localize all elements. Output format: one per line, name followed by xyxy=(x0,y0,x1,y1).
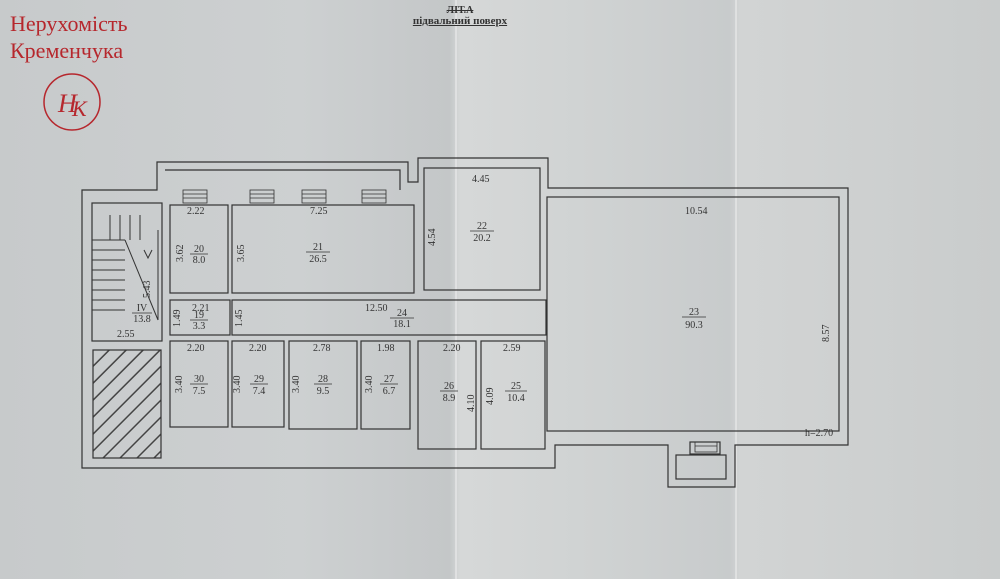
plan-title: ЛІТ.А підвальний поверх xyxy=(350,5,570,28)
room-labels: 20 8.0 21 26.5 22 20.2 23 90.3 24 18.1 1… xyxy=(132,221,706,404)
room-19: 19 3.3 xyxy=(190,310,208,332)
dim-label: 1.45 xyxy=(234,310,245,328)
room-number: 29 xyxy=(254,374,264,385)
dim-label: 4.09 xyxy=(485,388,496,406)
room-area: 7.4 xyxy=(253,386,266,397)
svg-text:K: K xyxy=(71,96,88,121)
dim-label: 2.21 xyxy=(192,303,210,314)
dim-label: 10.54 xyxy=(685,206,708,217)
room-number: 19 xyxy=(194,310,204,321)
height-label: h=2.70 xyxy=(805,428,833,439)
room-21: 21 26.5 xyxy=(306,242,330,265)
dim-label: 12.50 xyxy=(365,303,388,314)
dim-label: 2.20 xyxy=(443,343,461,354)
staircase xyxy=(92,215,159,321)
dim-label: 3.40 xyxy=(174,376,185,394)
room-24: 24 18.1 xyxy=(390,308,414,330)
room-number: 26 xyxy=(444,381,454,392)
room-area: 8.0 xyxy=(193,255,206,266)
room-30: 30 7.5 xyxy=(190,374,208,397)
dim-label: 8.57 xyxy=(821,325,832,343)
dim-label: 2.22 xyxy=(187,206,205,217)
room-number: 21 xyxy=(313,242,323,253)
dim-label: 3.40 xyxy=(291,376,302,394)
watermark-logo: H K xyxy=(43,73,101,131)
dim-label: 3.65 xyxy=(236,245,247,263)
room-25: 25 10.4 xyxy=(505,381,527,404)
room-29: 29 7.4 xyxy=(250,374,268,397)
watermark-line2: Кременчука xyxy=(10,38,124,63)
room-number: 20 xyxy=(194,244,204,255)
room-area: 9.5 xyxy=(317,386,330,397)
paper-fold xyxy=(735,0,737,579)
dim-label: 2.55 xyxy=(117,329,135,340)
dim-label: 7.25 xyxy=(310,206,328,217)
dim-label: 1.49 xyxy=(172,310,183,328)
walls xyxy=(81,157,849,488)
dim-label: 5.43 xyxy=(142,281,153,299)
room-area: 3.3 xyxy=(193,321,206,332)
room-area: 20.2 xyxy=(473,233,491,244)
room-area: 6.7 xyxy=(383,386,396,397)
dim-label: 4.54 xyxy=(427,229,438,247)
room-number: 28 xyxy=(318,374,328,385)
room-number: IV xyxy=(137,303,148,314)
dim-label: 3.40 xyxy=(232,376,243,394)
dim-label: 3.62 xyxy=(175,245,186,263)
room-27: 27 6.7 xyxy=(380,374,398,397)
room-IV: IV 13.8 xyxy=(132,303,152,325)
room-area: 7.5 xyxy=(193,386,206,397)
room-area: 8.9 xyxy=(443,393,456,404)
room-area: 13.8 xyxy=(133,314,151,325)
room-number: 24 xyxy=(397,308,407,319)
dim-label: 4.10 xyxy=(466,395,477,413)
room-number: 25 xyxy=(511,381,521,392)
room-22: 22 20.2 xyxy=(470,221,494,244)
watermark-line1: Нерухомість xyxy=(10,11,128,36)
room-area: 10.4 xyxy=(507,393,525,404)
room-23: 23 90.3 xyxy=(682,307,706,331)
dim-label: 2.59 xyxy=(503,343,521,354)
dim-label: 2.78 xyxy=(313,343,331,354)
dimension-labels: 2.22 7.25 4.45 10.54 12.50 2.21 2.55 2.2… xyxy=(117,174,833,439)
room-26: 26 8.9 xyxy=(440,381,458,404)
room-area: 18.1 xyxy=(393,319,411,330)
sheet-label: ЛІТ.А xyxy=(446,5,474,16)
room-number: 22 xyxy=(477,221,487,232)
room-20: 20 8.0 xyxy=(190,244,208,266)
room-number: 27 xyxy=(384,374,394,385)
svg-text:H: H xyxy=(57,89,78,118)
dim-label: 2.20 xyxy=(249,343,267,354)
room-area: 90.3 xyxy=(685,320,703,331)
dim-label: 2.20 xyxy=(187,343,205,354)
dim-label: 3.40 xyxy=(364,376,375,394)
room-number: 23 xyxy=(689,307,699,318)
room-28: 28 9.5 xyxy=(314,374,332,397)
room-area: 26.5 xyxy=(309,254,327,265)
dim-label: 4.45 xyxy=(472,174,490,185)
floor-label: підвальний поверх xyxy=(412,15,508,27)
room-number: 30 xyxy=(194,374,204,385)
dim-label: 1.98 xyxy=(377,343,395,354)
window-openings xyxy=(182,189,718,453)
